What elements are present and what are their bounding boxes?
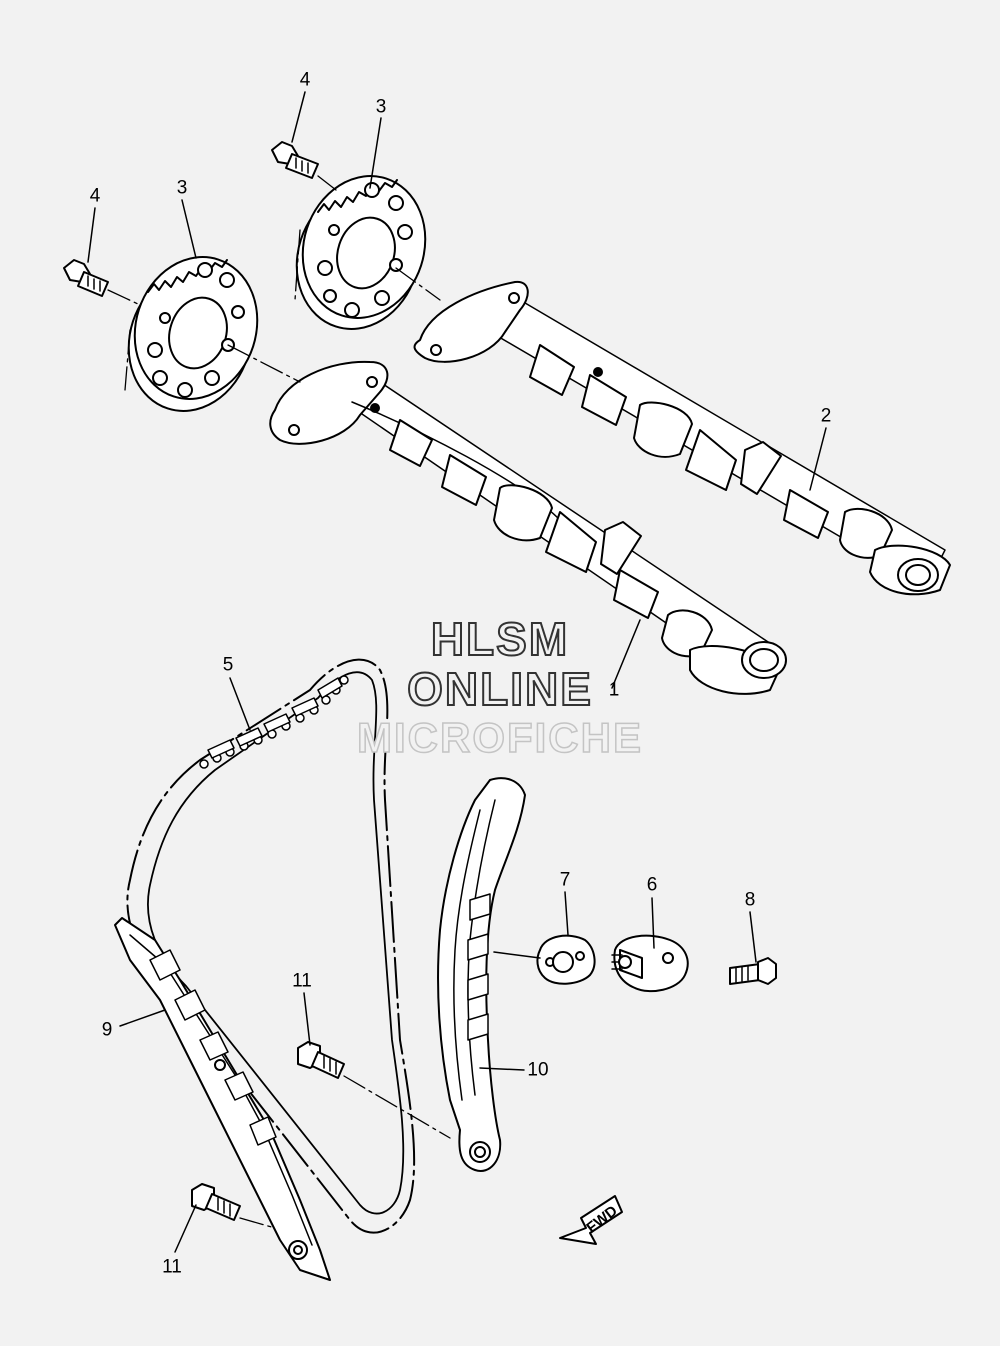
guide-bolt-upper <box>297 1041 345 1079</box>
timing-chain <box>126 658 416 1234</box>
leader-lines <box>87 91 827 1253</box>
callout-part-9: 9 <box>101 1019 113 1041</box>
cam-sprocket-left <box>127 256 259 412</box>
callout-part-11-lower: 11 <box>162 1256 182 1278</box>
callout-part-4-left: 4 <box>89 185 101 207</box>
camshaft-intake <box>413 280 951 596</box>
sprocket-bolt-left <box>63 259 109 297</box>
sprocket-bolt-right <box>271 141 319 179</box>
watermark-line-2: ONLINE <box>406 663 593 715</box>
guide-bolt-lower <box>191 1183 241 1221</box>
callout-part-6: 6 <box>646 874 658 896</box>
cam-sprocket-right <box>295 175 427 330</box>
callout-part-10: 10 <box>527 1059 549 1081</box>
watermark-line-1: HLSM <box>430 613 570 665</box>
assembly-lines <box>107 175 451 1229</box>
callout-part-7: 7 <box>559 869 571 891</box>
callout-part-3-right: 3 <box>375 96 387 118</box>
tensioner-bolt <box>729 957 777 985</box>
watermark-line-3: MICROFICHE <box>356 714 643 761</box>
callout-part-11-upper: 11 <box>292 970 312 992</box>
callout-part-8: 8 <box>744 889 756 911</box>
callout-part-2: 2 <box>820 405 832 427</box>
chain-guide-left <box>114 917 331 1281</box>
chain-tensioner <box>611 934 689 993</box>
callout-part-1: 1 <box>608 679 620 701</box>
callout-part-3-left: 3 <box>176 177 188 199</box>
callout-part-4-right: 4 <box>299 69 311 91</box>
fwd-arrow-icon <box>559 1195 623 1245</box>
chain-guide-tensioner <box>437 777 526 1172</box>
callout-part-5: 5 <box>222 654 234 676</box>
tensioner-gasket <box>536 934 596 985</box>
